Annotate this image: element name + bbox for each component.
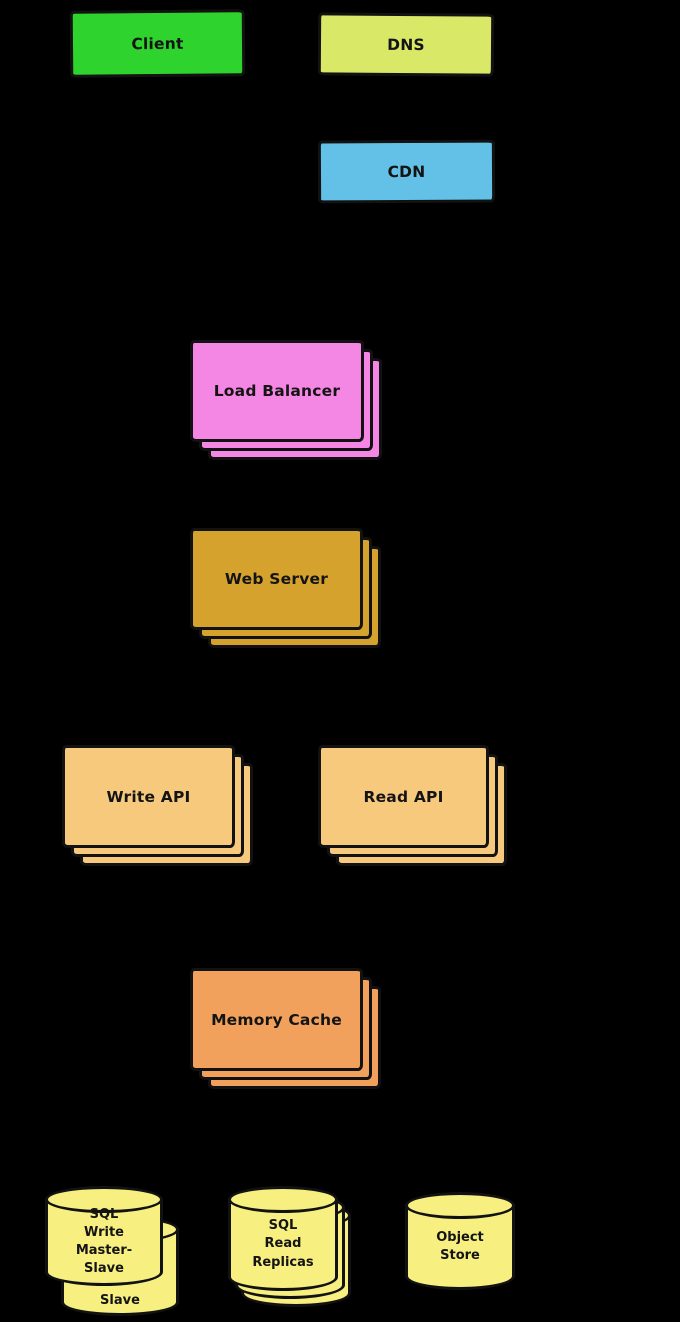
node-client-label: Client [131, 34, 184, 53]
load-balancer-instance-front: Load Balancer [190, 340, 364, 442]
cylinder-body [45, 1199, 163, 1286]
node-write-api: Write API [62, 745, 253, 866]
write-api-instance-front: Write API [62, 745, 235, 848]
node-object-store: Object Store [405, 1192, 515, 1290]
node-dns-label: DNS [387, 35, 425, 54]
node-cdn: CDN [317, 139, 496, 204]
node-cdn-label: CDN [387, 162, 426, 181]
cylinder-top [45, 1186, 163, 1213]
node-write-api-label: Write API [106, 787, 191, 806]
node-memory-cache: Memory Cache [190, 968, 381, 1089]
node-sql-read-replicas-label: SQL Read Replicas [252, 1218, 314, 1270]
node-web-server: Web Server [190, 528, 381, 648]
node-load-balancer: Load Balancer [190, 340, 382, 460]
node-sql-write-master-slave: SQL Write Master- Slave [45, 1186, 163, 1286]
cylinder-body [228, 1199, 338, 1291]
cylinder-top [228, 1186, 338, 1213]
node-load-balancer-label: Load Balancer [213, 382, 341, 400]
node-sql-read-replicas: SQL Read Replicas [228, 1186, 338, 1291]
cylinder-body [405, 1205, 515, 1290]
node-dns: DNS [317, 12, 495, 77]
node-client: Client [69, 9, 246, 78]
node-object-store-label: Object Store [436, 1229, 484, 1263]
node-memory-cache-label: Memory Cache [211, 1010, 342, 1029]
node-read-api-label: Read API [363, 787, 444, 806]
node-sql-write-slave-back-label: Slave [100, 1293, 140, 1308]
web-server-instance-front: Web Server [190, 528, 363, 630]
node-web-server-label: Web Server [224, 570, 329, 588]
node-sql-write-master-slave-label: SQL Write Master- Slave [75, 1206, 133, 1277]
read-api-instance-front: Read API [318, 745, 489, 848]
node-read-api: Read API [318, 745, 507, 866]
memory-cache-instance-front: Memory Cache [190, 968, 363, 1071]
cylinder-top [405, 1192, 515, 1219]
